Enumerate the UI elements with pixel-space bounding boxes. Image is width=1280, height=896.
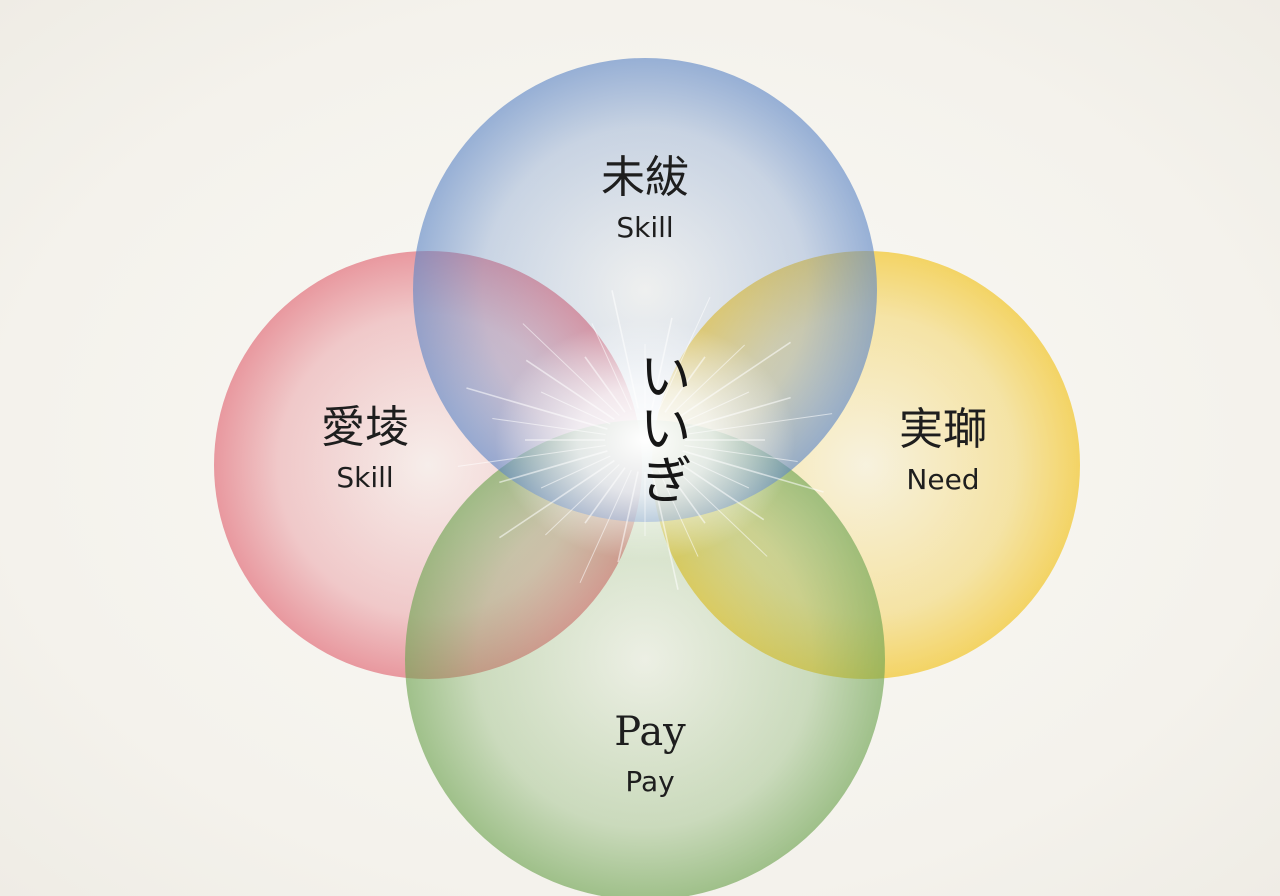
label-top-circle: 未紱 Skill — [545, 152, 745, 246]
center-glow — [495, 320, 795, 560]
right-circle-title: 実瑡 — [899, 404, 987, 455]
label-right-circle: 実瑡 Need — [843, 404, 1043, 498]
right-circle-subtitle: Need — [906, 463, 980, 496]
center-label: いいぎ — [630, 349, 690, 505]
label-bottom-circle: Pay Pay — [550, 706, 750, 800]
bottom-circle-title: Pay — [614, 709, 686, 755]
label-left-circle: 愛堎 Skill — [265, 402, 465, 496]
top-circle-title: 未紱 — [601, 152, 689, 203]
left-circle-title: 愛堎 — [321, 402, 409, 453]
left-circle-subtitle: Skill — [336, 461, 394, 494]
bottom-circle-subtitle: Pay — [625, 765, 675, 798]
top-circle-subtitle: Skill — [616, 211, 674, 244]
circle-bottom — [405, 420, 885, 896]
